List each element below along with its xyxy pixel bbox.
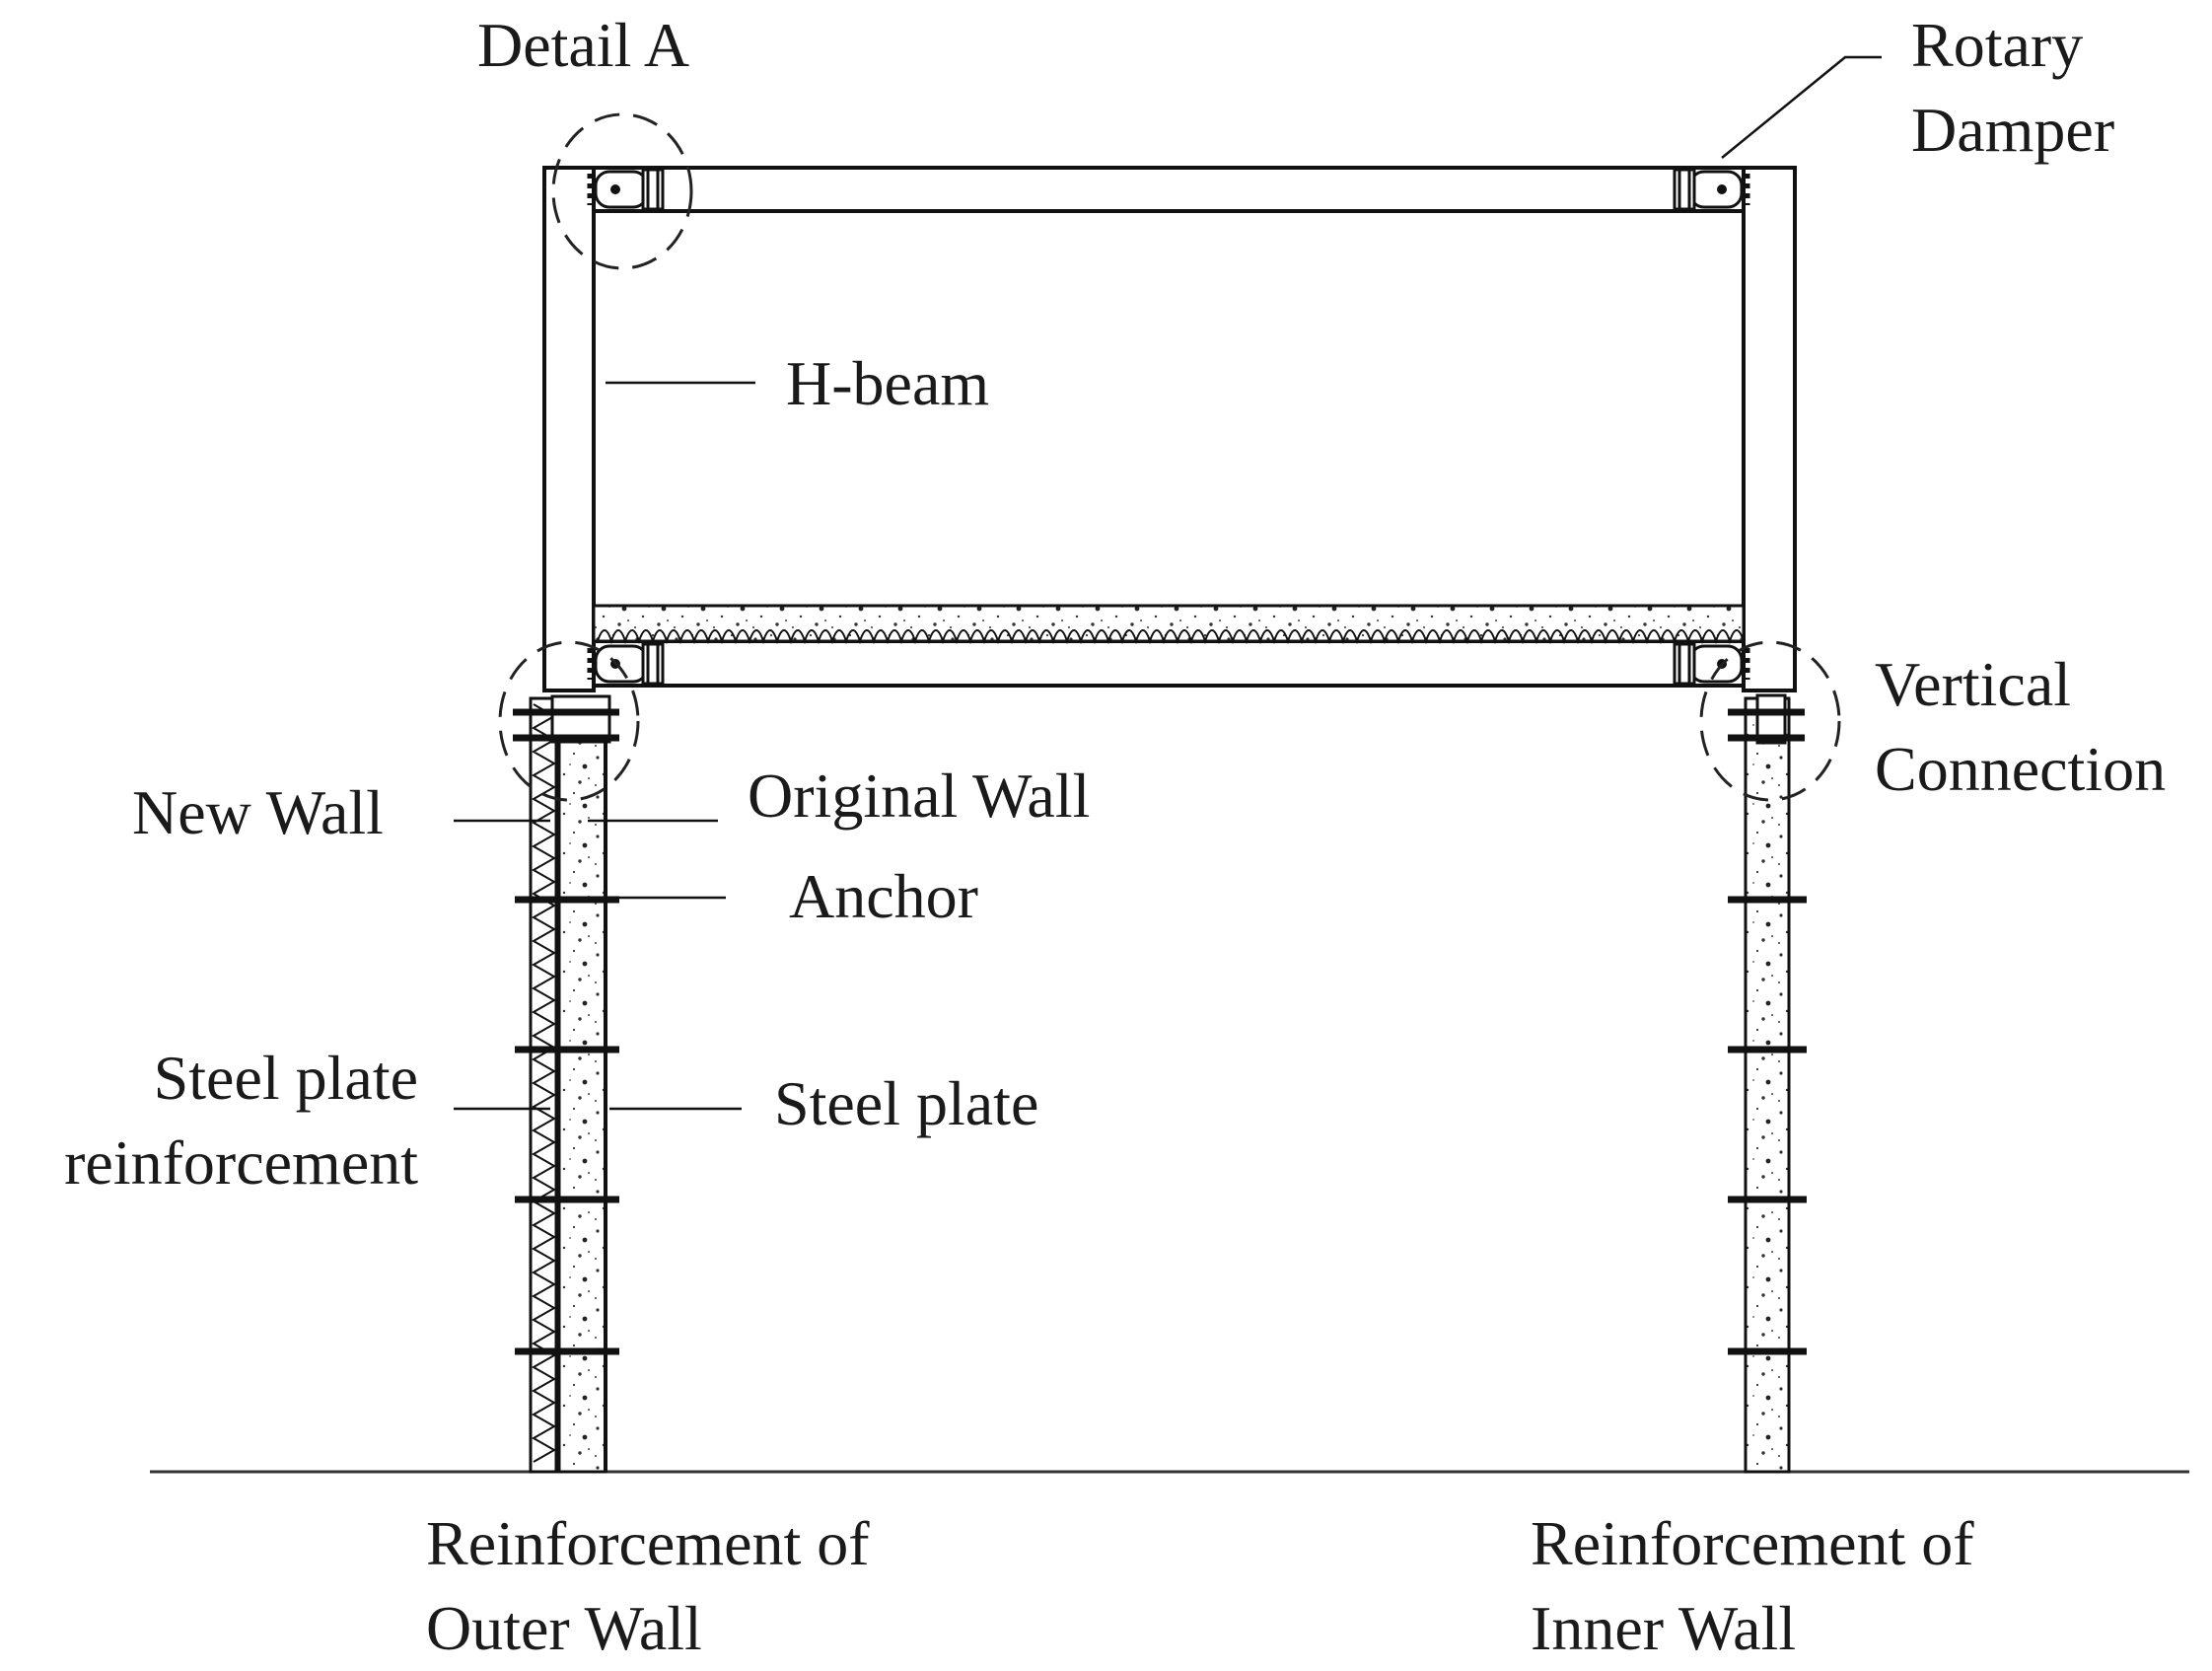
detail-a-circle	[551, 112, 693, 270]
rotary-damper-bottom-left	[587, 642, 665, 686]
inner-wall	[1728, 693, 1807, 1474]
vertical-connection-circle-right	[1699, 640, 1841, 802]
h-beam-label: H-beam	[786, 348, 990, 418]
original-wall	[557, 696, 607, 1474]
bottom-beam	[592, 639, 1746, 688]
anchor-label: Anchor	[789, 861, 978, 931]
vertical-connection-label: Vertical Connection	[1875, 649, 2167, 804]
rotary-damper-label: Rotary Damper	[1911, 10, 2115, 165]
new-wall-zigzag	[531, 703, 557, 1463]
rotary-damper-top-left	[587, 168, 665, 211]
steel-plate-reinforcement-label: Steel plate reinforcement	[64, 1043, 418, 1198]
outer-wall-caption: Reinforcement of Outer Wall	[426, 1508, 870, 1663]
outer-wall	[513, 694, 619, 1474]
rotary-damper-top-right	[1673, 168, 1750, 211]
h-beam-frame	[542, 166, 1797, 692]
steel-plate-label: Steel plate	[774, 1068, 1039, 1138]
vertical-connection-circle-left	[498, 640, 640, 802]
floor-slab	[592, 604, 1746, 645]
top-beam	[592, 166, 1746, 213]
inner-wall-caption: Reinforcement of Inner Wall	[1531, 1508, 1974, 1663]
new-wall-label: New Wall	[132, 777, 384, 847]
rotary-damper-bottom-right	[1673, 642, 1750, 686]
right-column	[1742, 166, 1797, 692]
detail-a-label: Detail A	[477, 10, 690, 80]
rotary-damper-leader	[1721, 55, 1882, 159]
original-wall-label: Original Wall	[748, 761, 1091, 831]
left-column	[542, 166, 596, 692]
